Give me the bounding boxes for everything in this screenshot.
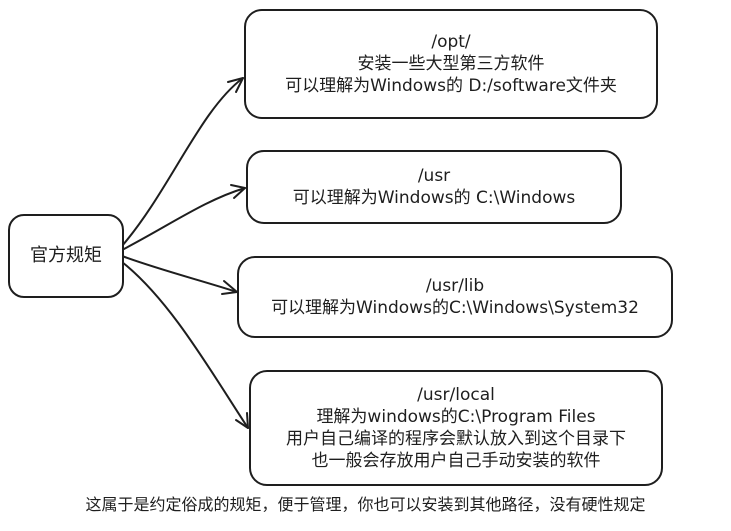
- node-usr-lib-line-2: 可以理解为Windows的C:\Windows\System32: [271, 298, 639, 318]
- node-usr-local-line-3: 用户自己编译的程序会默认放入到这个目录下: [286, 429, 626, 449]
- arrowhead-usr-local: [235, 412, 249, 429]
- root-node-label: 官方规矩: [30, 245, 102, 266]
- arrowhead-usr: [230, 184, 246, 199]
- node-usr: /usr 可以理解为Windows的 C:\Windows: [246, 150, 622, 224]
- node-usr-local-line-2: 理解为windows的C:\Program Files: [316, 407, 596, 427]
- node-opt: /opt/ 安装一些大型第三方软件 可以理解为Windows的 D:/softw…: [244, 9, 658, 119]
- node-opt-line-2: 安装一些大型第三方软件: [357, 54, 545, 74]
- edge-root-opt: [121, 77, 244, 247]
- node-opt-line-1: /opt/: [431, 32, 471, 52]
- node-usr-local: /usr/local 理解为windows的C:\Program Files 用…: [249, 370, 663, 486]
- node-usr-line-2: 可以理解为Windows的 C:\Windows: [292, 188, 576, 208]
- node-usr-line-1: /usr: [417, 166, 451, 186]
- arrowhead-opt: [227, 77, 244, 93]
- node-opt-line-3: 可以理解为Windows的 D:/software文件夹: [285, 76, 617, 96]
- node-usr-local-line-4: 也一般会存放用户自己手动安装的软件: [311, 451, 601, 471]
- edge-root-usr-local: [121, 261, 249, 429]
- node-usr-lib-line-1: /usr/lib: [425, 276, 485, 296]
- node-usr-local-line-1: /usr/local: [417, 385, 495, 405]
- edge-root-usr-lib: [121, 255, 238, 293]
- node-usr-lib: /usr/lib 可以理解为Windows的C:\Windows\System3…: [237, 256, 673, 338]
- edge-root-usr: [121, 187, 246, 251]
- root-node: 官方规矩: [8, 214, 124, 298]
- diagram-caption: 这属于是约定俗成的规矩，便于管理，你也可以安装到其他路径，没有硬性规定: [85, 495, 646, 514]
